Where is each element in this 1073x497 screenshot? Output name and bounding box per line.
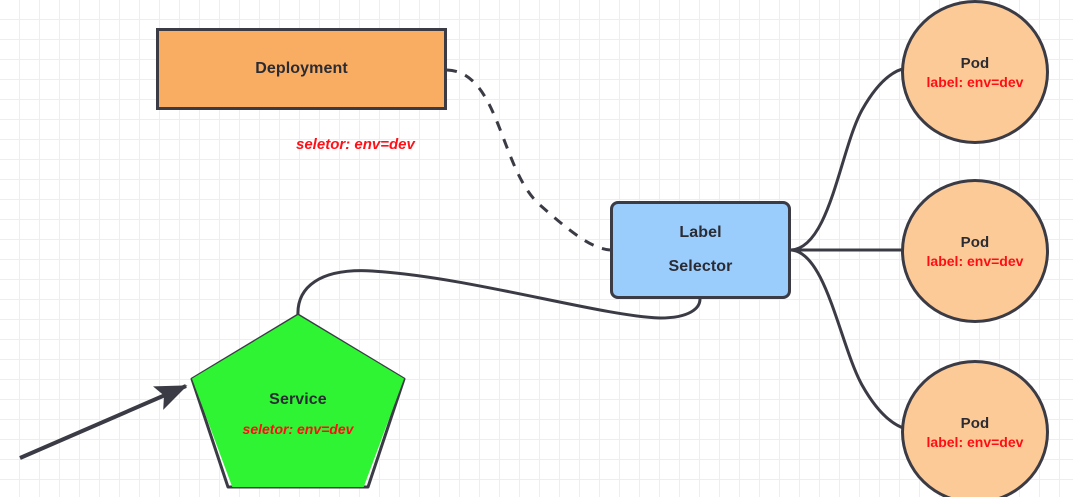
label-selector-title-line1: Label	[679, 224, 722, 241]
node-label-selector[interactable]: Label Selector	[610, 201, 791, 299]
service-title: Service	[269, 391, 327, 408]
edge-label-selector-to-pod-1	[789, 66, 908, 252]
edge-deployment-to-label-selector	[446, 68, 611, 252]
pod-1-title: Pod	[960, 54, 990, 72]
edge-label-selector-to-pod-3	[789, 248, 908, 431]
edge-service-to-label-selector	[296, 269, 702, 320]
pod-2-title: Pod	[960, 233, 990, 251]
pod-3-label: label: env=dev	[926, 433, 1024, 450]
pod-1-label: label: env=dev	[926, 73, 1024, 90]
node-pod-2[interactable]: Pod label: env=dev	[901, 179, 1049, 323]
deployment-title: Deployment	[255, 60, 348, 77]
label-selector-title-line2: Selector	[668, 258, 733, 275]
node-pod-1[interactable]: Pod label: env=dev	[901, 0, 1049, 144]
deployment-selector-caption: seletor: env=dev	[296, 136, 415, 153]
node-deployment[interactable]: Deployment	[156, 28, 447, 110]
service-selector-text: seletor: env=dev	[242, 421, 354, 437]
pod-2-label: label: env=dev	[926, 252, 1024, 269]
edge-inbound-traffic-to-service	[19, 384, 188, 460]
pod-3-title: Pod	[960, 414, 990, 432]
node-pod-3[interactable]: Pod label: env=dev	[901, 360, 1049, 497]
